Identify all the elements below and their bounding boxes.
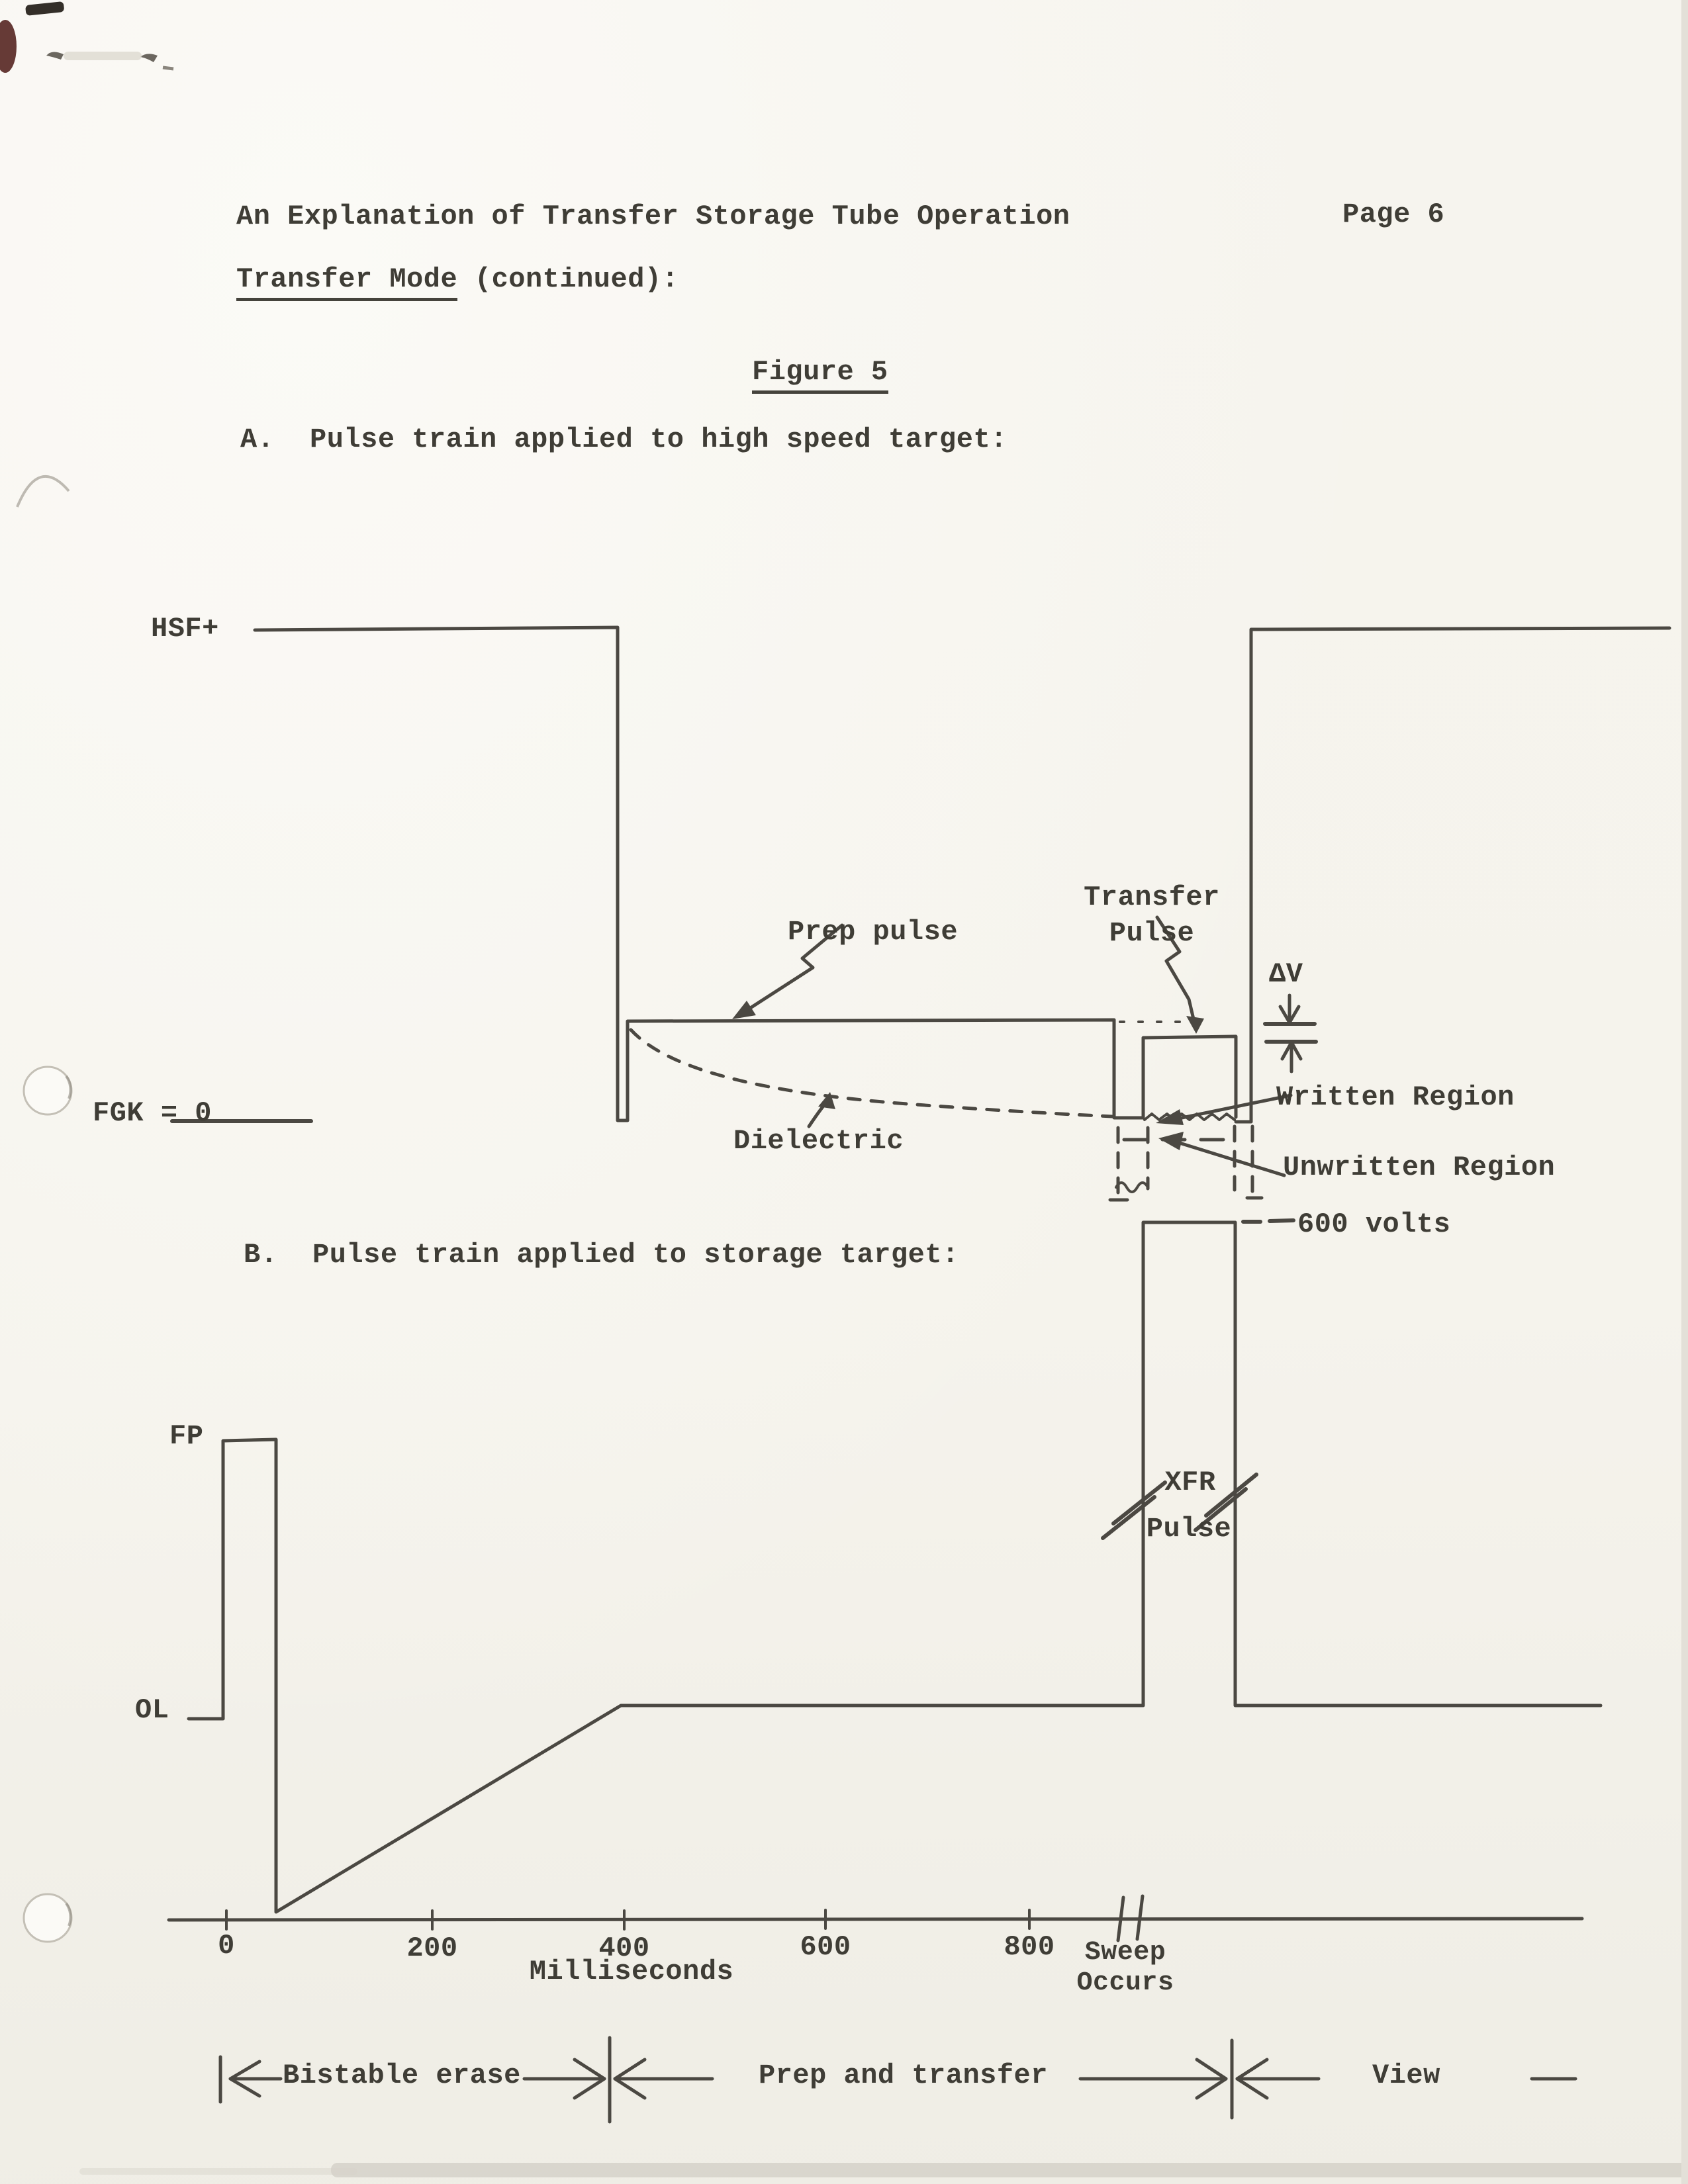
section-heading: Transfer Mode — [236, 263, 458, 301]
axis-unit-label: Milliseconds — [529, 1956, 734, 1987]
section-a-caption: Pulse train applied to high speed target… — [310, 424, 1008, 455]
xfr-pulse-break-marks — [1101, 1473, 1258, 1540]
xfr-pulse-label-line2: Pulse — [1146, 1513, 1232, 1545]
page-right-edge — [1681, 0, 1688, 2184]
axis-tick-200: 200 — [406, 1933, 458, 1964]
pocket-bottom-stubs — [1108, 1196, 1264, 1202]
transfer-pulse-label-line2: Pulse — [1109, 917, 1195, 949]
axis-tick-0: 0 — [218, 1930, 235, 1962]
section-heading-suffix: (continued): — [457, 263, 679, 295]
axis-tick-800: 800 — [1004, 1931, 1055, 1963]
phase-label-bistable-erase: Bistable erase — [283, 2060, 521, 2091]
page-number: Page 6 — [1342, 199, 1445, 230]
fgk-level-label: FGK = 0 — [93, 1097, 212, 1129]
time-axis — [167, 1917, 1584, 1922]
transfer-pulse-label-line1: Transfer — [1084, 882, 1220, 913]
section-heading-row: Transfer Mode (continued): — [236, 263, 679, 301]
hole-punch-bottom — [23, 1893, 73, 1943]
delta-v-label: ΔV — [1269, 958, 1303, 990]
axis-tick-400: 400 — [598, 1933, 650, 1964]
written-region-label: Written Region — [1276, 1081, 1515, 1113]
dielectric-leader-arrow — [807, 1092, 835, 1128]
ol-level-label: OL — [135, 1694, 169, 1726]
hole-punch-middle — [23, 1066, 73, 1116]
corner-ink-marks — [0, 1, 174, 73]
prep-pulse-leader-arrow — [732, 923, 844, 1019]
sweep-label-line1: Sweep — [1084, 1938, 1166, 1968]
xfr-pulse-label-line1: XFR — [1164, 1467, 1216, 1498]
fp-level-label: FP — [169, 1420, 204, 1452]
scan-shadow-bottom — [79, 2163, 1688, 2177]
pocket-squiggle — [1115, 1181, 1149, 1193]
time-axis-ticks — [225, 1909, 1031, 1931]
transfer-pulse-leader-arrow — [1155, 915, 1204, 1034]
time-axis-break-marks — [1116, 1894, 1145, 1942]
voltage-level-dashes — [1241, 1218, 1295, 1224]
voltage-label: 600 volts — [1297, 1208, 1451, 1240]
section-b-index: B. — [244, 1239, 278, 1271]
waveform-a-trace — [253, 625, 1671, 1124]
phase-annotation-arrows — [218, 2036, 1577, 2124]
ink-smudge — [64, 52, 142, 60]
transfer-pulse-dashed-outline — [1116, 1124, 1254, 1201]
phase-label-view: View — [1372, 2060, 1440, 2091]
written-region-leader-arrow — [1156, 1093, 1293, 1125]
page-curl-mark — [16, 475, 70, 508]
prep-pulse-label: Prep pulse — [788, 916, 959, 948]
section-b-caption: Pulse train applied to storage target: — [312, 1239, 959, 1271]
dielectric-decay-dashed-line — [629, 1028, 1114, 1118]
figure-title: Figure 5 — [752, 356, 888, 394]
unwritten-region-label: Unwritten Region — [1283, 1152, 1556, 1183]
phase-label-prep-and-transfer: Prep and transfer — [759, 2060, 1048, 2091]
hsf-level-label: HSF+ — [151, 613, 219, 645]
page-title: An Explanation of Transfer Storage Tube … — [236, 201, 1070, 232]
sweep-label-line2: Occurs — [1076, 1968, 1174, 1998]
dielectric-label: Dielectric — [733, 1125, 904, 1157]
delta-v-dimension-marks — [1263, 993, 1318, 1073]
written-region-wavy-line — [1143, 1113, 1236, 1121]
waveform-b-trace — [187, 1220, 1603, 1914]
axis-tick-600: 600 — [800, 1931, 851, 1963]
section-a-index: A. — [240, 424, 275, 455]
